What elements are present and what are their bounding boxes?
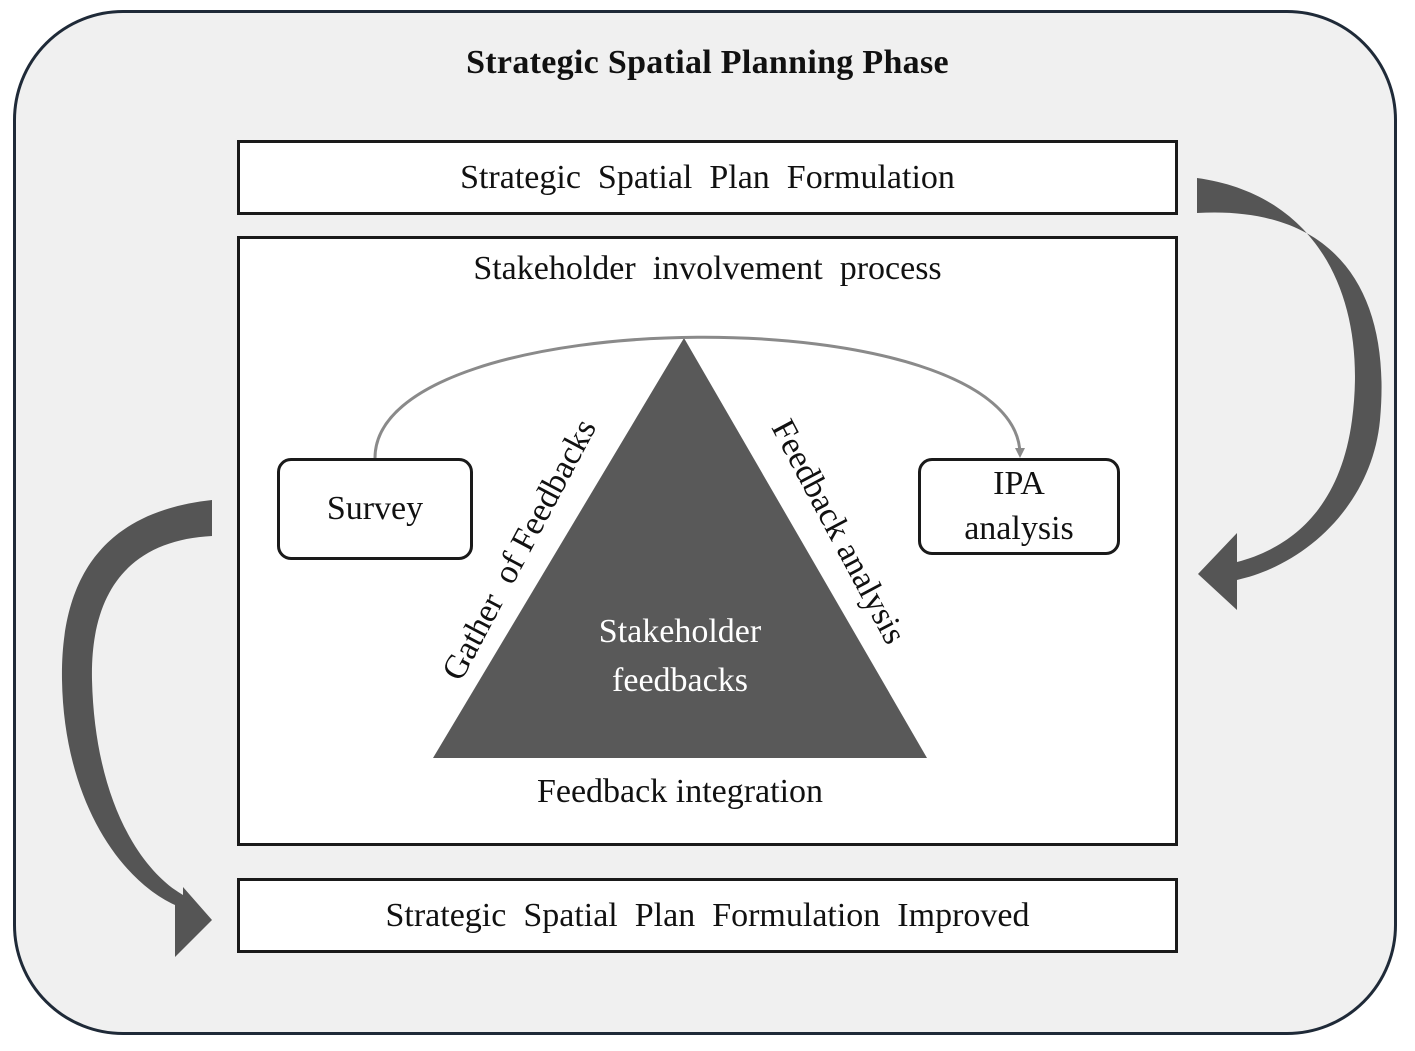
survey-label: Survey <box>326 489 424 527</box>
triangle-label-line1: Stakeholder <box>598 613 762 650</box>
survey-node: Survey <box>277 458 473 560</box>
improved-plan-box: Strategic Spatial Plan Formulation Impro… <box>237 878 1178 953</box>
ipa-label-line1: IPA <box>993 465 1045 503</box>
process-title: Stakeholder involvement process <box>473 250 942 287</box>
plan-formulation-box: Strategic Spatial Plan Formulation <box>237 140 1178 215</box>
plan-formulation-label: Strategic Spatial Plan Formulation <box>460 158 955 196</box>
right-curved-arrow <box>1197 178 1382 610</box>
improved-plan-label: Strategic Spatial Plan Formulation Impro… <box>385 896 1030 934</box>
feedback-integration-label: Feedback integration <box>536 773 824 810</box>
left-curved-arrow <box>61 500 212 957</box>
survey-to-ipa-arrow <box>373 335 1025 459</box>
triangle-label: Stakeholder feedbacks <box>540 607 820 706</box>
ipa-label-line2: analysis <box>964 509 1074 547</box>
ipa-analysis-node: IPA analysis <box>918 458 1120 555</box>
triangle-label-line2: feedbacks <box>612 662 748 700</box>
phase-title: Strategic Spatial Planning Phase <box>466 44 949 81</box>
feedback-triangle <box>433 338 927 758</box>
